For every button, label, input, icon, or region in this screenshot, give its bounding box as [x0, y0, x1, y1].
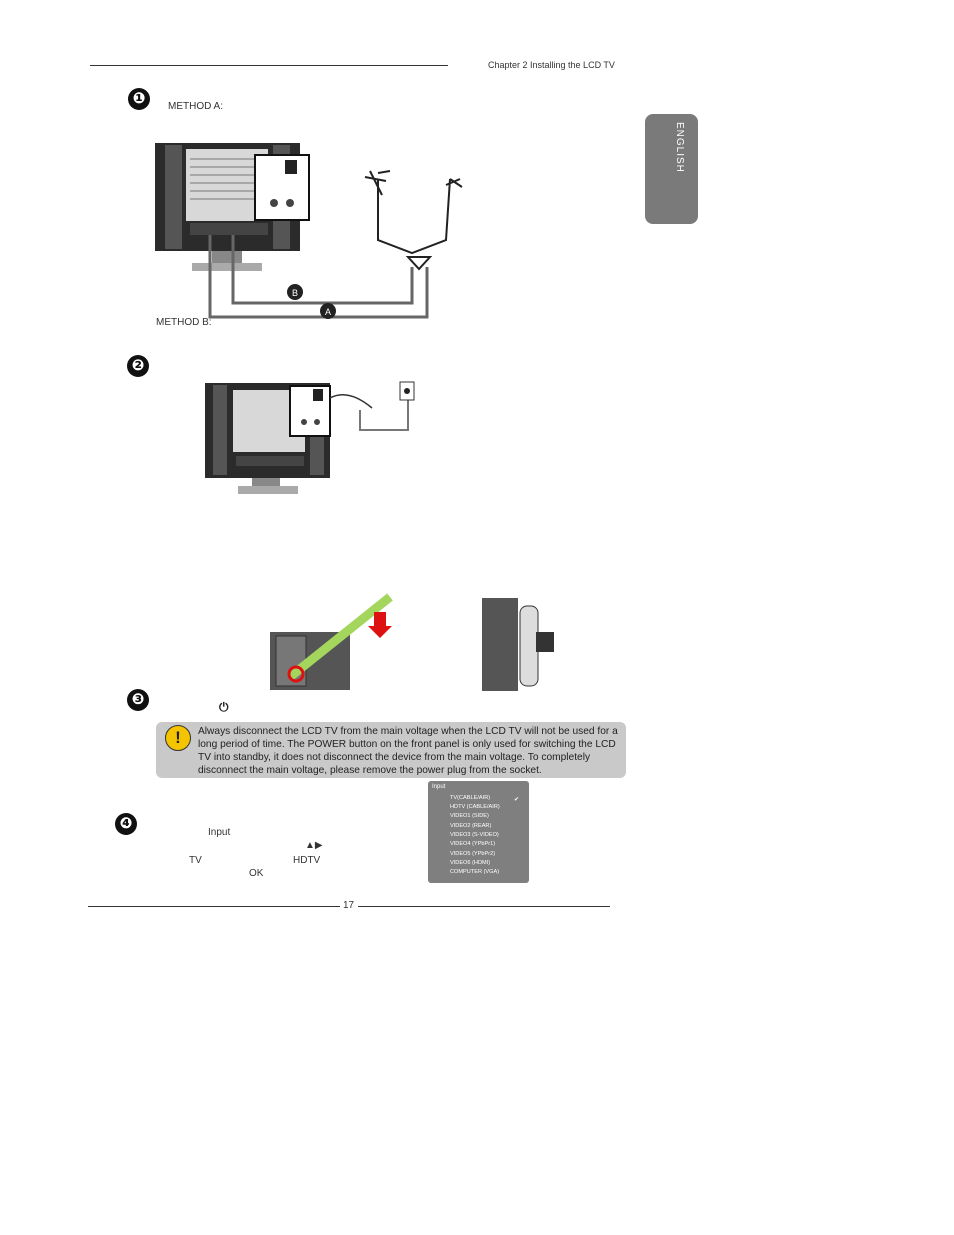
antenna-jack: [285, 160, 297, 174]
tv-stand-base: [192, 263, 262, 271]
power-button-icon: ⏻: [219, 700, 229, 714]
cable-method-b: [231, 235, 414, 305]
input-menu-title: Input: [432, 784, 446, 790]
power-cord: [287, 593, 393, 681]
input-menu: Input ✔ TV(CABLE/AIR) HDTV (CABLE/AIR) V…: [428, 781, 529, 883]
language-tab[interactable]: ENGLISH: [645, 114, 698, 224]
arrow-keys-label: ▲▶: [305, 840, 323, 851]
ok-key-label: OK: [249, 868, 264, 879]
step-4-number: ❹: [115, 813, 137, 835]
footer-rule-left: [88, 906, 340, 907]
menu-item-video2[interactable]: VIDEO2 (REAR): [450, 823, 492, 829]
tv-side-vent: [165, 145, 182, 249]
rca-jack: [286, 199, 294, 207]
footer-rule-right: [358, 906, 610, 907]
tv-option-label: TV: [189, 855, 202, 866]
warning-icon: !: [165, 725, 191, 751]
tv-side-vent: [213, 385, 227, 475]
menu-item-hdtv[interactable]: HDTV (CABLE/AIR): [450, 804, 500, 810]
cord-clip: [519, 605, 539, 687]
antenna-jack: [313, 389, 323, 401]
signal-splitter: [405, 256, 433, 271]
power-cord-insert-diagram: [270, 593, 393, 690]
step-1-number: ❶: [128, 88, 150, 110]
tv-side-panel: [482, 598, 518, 691]
rca-jack: [270, 199, 278, 207]
menu-item-video6[interactable]: VIDEO6 (HDMI): [450, 860, 491, 866]
hdtv-option-label: HDTV: [293, 855, 321, 866]
menu-item-video1[interactable]: VIDEO1 (SIDE): [450, 813, 489, 819]
menu-item-video3[interactable]: VIDEO3 (S-VIDEO): [450, 832, 499, 838]
power-cord-clip-diagram: [482, 598, 554, 691]
method-b-label: METHOD B:: [156, 317, 212, 328]
input-key-label: Input: [208, 827, 231, 838]
tv-connector-strip: [190, 223, 268, 235]
tv-stand-neck: [252, 478, 280, 488]
menu-item-video5[interactable]: VIDEO5 (YPbPr2): [450, 851, 496, 857]
header-rule: [90, 65, 448, 66]
connector-zoom-panel: [289, 385, 331, 437]
antenna-lines: [364, 170, 463, 255]
menu-item-computer[interactable]: COMPUTER (VGA): [450, 869, 500, 875]
marker-a-circle: [320, 303, 336, 319]
menu-item-video4[interactable]: VIDEO4 (YPbPr1): [450, 841, 496, 847]
hand-outline: [329, 394, 373, 409]
insert-arrow: [368, 612, 392, 638]
connector-zoom-panel: [254, 154, 310, 221]
coax-cable: [359, 400, 409, 431]
marker-b: B: [292, 288, 298, 298]
tv-connector-strip: [236, 456, 304, 466]
language-tab-label: ENGLISH: [674, 122, 685, 173]
warning-text: Always disconnect the LCD TV from the ma…: [198, 726, 618, 776]
antenna-connection-diagram: B A: [155, 143, 463, 319]
warning-box: ! Always disconnect the LCD TV from the …: [156, 722, 626, 778]
check-icon: ✔: [514, 797, 520, 803]
page-number: 17: [343, 900, 355, 911]
tv-stand-neck: [212, 251, 242, 265]
cable-method-a: [208, 235, 429, 319]
marker-b-circle: [287, 284, 303, 300]
cable-outlet-diagram: [205, 381, 415, 494]
marker-a: A: [325, 307, 331, 317]
step-2-number: ❷: [127, 355, 149, 377]
rca-jack: [314, 419, 320, 425]
rotate-arrow: [287, 665, 305, 683]
menu-item-tv[interactable]: TV(CABLE/AIR): [450, 795, 491, 801]
rca-jack: [301, 419, 307, 425]
step-3-number: ❸: [127, 689, 149, 711]
method-a-label: METHOD A:: [168, 101, 224, 112]
clip-latch: [536, 632, 554, 652]
tv-stand-base: [238, 486, 298, 494]
outlet-socket: [404, 388, 410, 394]
chapter-title: Chapter 2 Installing the LCD TV: [488, 60, 615, 70]
